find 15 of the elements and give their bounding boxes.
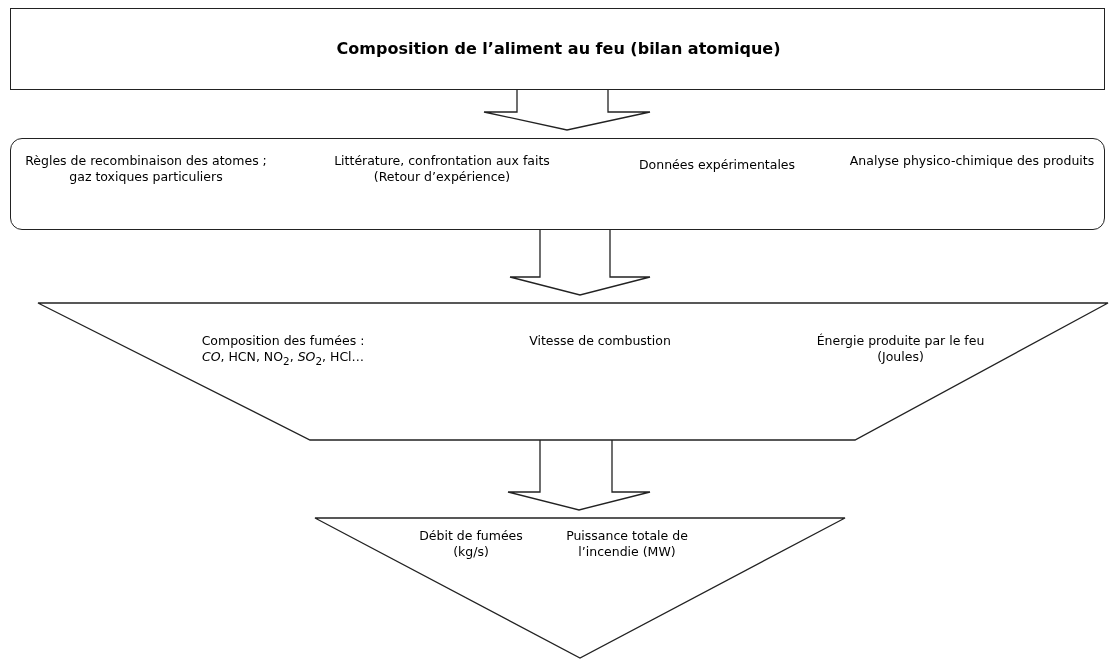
block-arrow	[507, 439, 651, 511]
title-box	[10, 8, 1105, 90]
title-text: Composition de l’aliment au feu (bilan atomique)	[335, 39, 782, 60]
item-text: Puissance totale de l’incendie (MW)	[565, 528, 689, 561]
item-text: Littérature, confrontation aux faits (Retour d’expérience)	[333, 153, 551, 186]
item-text: Vitesse de combustion	[528, 333, 672, 350]
item-text: Débit de fumées (kg/s)	[418, 528, 524, 561]
rounded-box	[10, 138, 1105, 230]
item-text: Analyse physico-chimique des produits	[848, 153, 1096, 170]
block-arrow	[483, 89, 651, 131]
item-text: Règles de recombinaison des atomes ; gaz toxiques particuliers	[24, 153, 268, 186]
item-text: Énergie produite par le feu (Joules)	[815, 333, 986, 366]
item-text: Données expérimentales	[637, 157, 797, 174]
item-text: Composition des fumées : CO, HCN, NO$_{2}$, SO$_{2}$, HCl…	[200, 333, 366, 369]
block-arrow	[509, 229, 651, 296]
